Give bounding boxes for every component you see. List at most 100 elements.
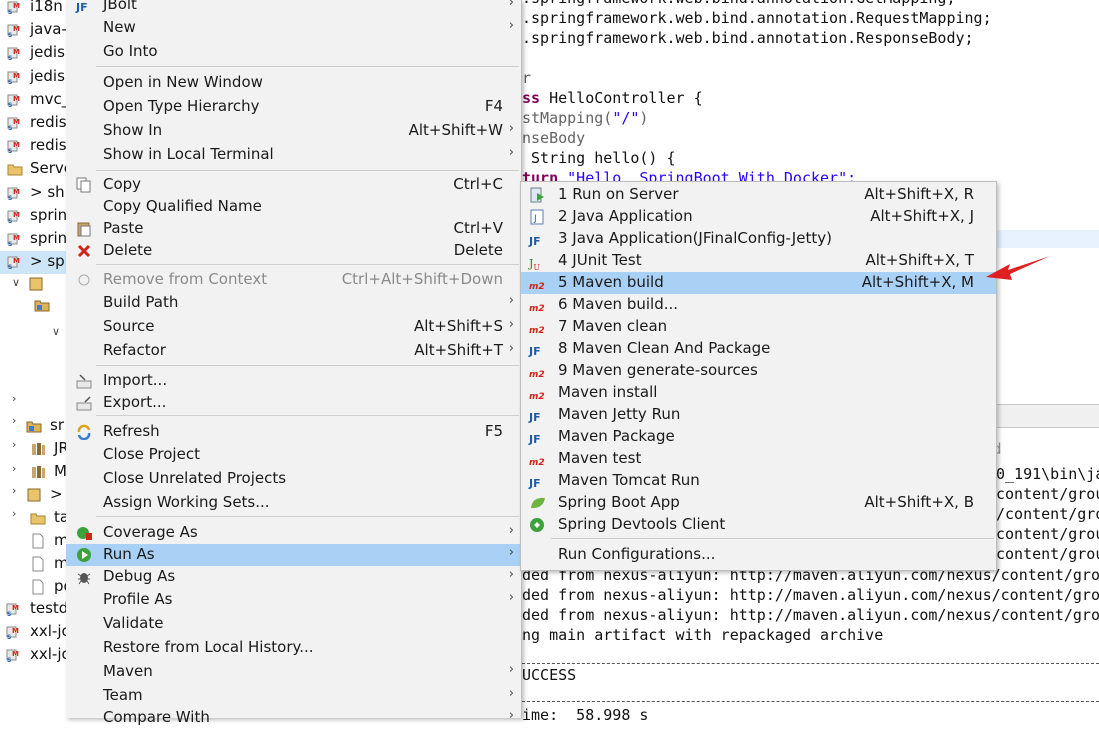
- menu-item-run-as[interactable]: Run As›: [66, 544, 521, 566]
- tree-item-label: xxl-jo: [30, 622, 71, 640]
- menu-item-close-unrelated[interactable]: Close Unrelated Projects: [66, 468, 521, 490]
- menu-item-profile-as[interactable]: Profile As›: [66, 589, 521, 611]
- tree-item[interactable]: po: [0, 576, 73, 599]
- menu-item-new[interactable]: New›: [66, 17, 521, 39]
- submenu-item-label: 9 Maven generate-sources: [558, 361, 758, 379]
- svg-text:M: M: [13, 234, 20, 242]
- tree-expand-toggle[interactable]: ›: [12, 414, 17, 427]
- code-line: .springframework.web.bind.annotation.Req…: [522, 9, 992, 27]
- menu-item-open-new-window[interactable]: Open in New Window: [66, 72, 521, 94]
- menu-item-restore-local-history[interactable]: Restore from Local History...: [66, 637, 521, 659]
- chevron-right-icon: ›: [508, 145, 514, 160]
- console-line: ded from nexus-aliyun: http://maven.aliy…: [522, 606, 1099, 624]
- menu-item-go-into[interactable]: Go Into: [66, 41, 521, 63]
- menu-item-import[interactable]: Import...: [66, 370, 521, 392]
- tree-expand-toggle[interactable]: ›: [12, 507, 17, 520]
- menu-item-close-project[interactable]: Close Project: [66, 444, 521, 466]
- menu-item-export[interactable]: Export...: [66, 392, 521, 414]
- svg-text:M: M: [13, 2, 20, 10]
- menu-item-compare-with[interactable]: Compare With›: [66, 707, 521, 729]
- menu-item-shortcut: F5: [484, 422, 503, 440]
- tree-expand-toggle[interactable]: ∨: [52, 325, 61, 338]
- tree-item[interactable]: mv: [0, 530, 78, 553]
- submenu-item-spring-devtools-client[interactable]: Spring Devtools Client: [521, 514, 996, 536]
- tree-item[interactable]: tar: [0, 507, 75, 530]
- menu-item-build-path[interactable]: Build Path›: [66, 292, 521, 314]
- tree-item-label: sprin: [30, 229, 68, 247]
- menu-item-shortcut: Alt+Shift+S: [413, 317, 503, 335]
- tree-expand-toggle[interactable]: ›: [12, 484, 17, 497]
- menu-item-coverage-as[interactable]: Coverage As›: [66, 522, 521, 544]
- menu-item-shortcut: Alt+Shift+T: [414, 341, 503, 359]
- svg-text:S: S: [8, 148, 12, 154]
- tree-expand-toggle[interactable]: ›: [12, 462, 17, 475]
- chevron-right-icon: ›: [508, 708, 514, 723]
- menu-item-show-in-terminal[interactable]: Show in Local Terminal›: [66, 144, 521, 166]
- tree-item[interactable]: sr: [0, 415, 66, 438]
- submenu-item-run-configurations[interactable]: Run Configurations...: [521, 544, 996, 566]
- menu-item-copy-qualified-name[interactable]: Copy Qualified Name: [66, 196, 521, 218]
- menu-item-maven[interactable]: Maven›: [66, 661, 521, 683]
- tree-item[interactable]: M: [0, 461, 67, 484]
- menu-item-debug-as[interactable]: Debug As›: [66, 566, 521, 588]
- tree-item[interactable]: >: [0, 484, 66, 507]
- tree-expand-toggle[interactable]: ›: [12, 438, 17, 451]
- menu-item-label: Coverage As: [103, 523, 198, 541]
- source-folder-icon: [34, 297, 50, 317]
- tree-item[interactable]: mv: [0, 553, 78, 576]
- chevron-right-icon: ›: [508, 0, 514, 10]
- menu-separator: [96, 415, 519, 416]
- tree-expand-toggle[interactable]: ∨: [12, 276, 21, 289]
- menu-item-validate[interactable]: Validate: [66, 613, 521, 635]
- menu-item-label: Copy: [103, 175, 142, 193]
- tree-item[interactable]: Serve: [0, 158, 73, 181]
- tree-expand-toggle[interactable]: ›: [12, 392, 17, 405]
- menu-item-team[interactable]: Team›: [66, 685, 521, 707]
- menu-item-assign-working-sets[interactable]: Assign Working Sets...: [66, 492, 521, 514]
- tree-item[interactable]: JR: [0, 438, 69, 461]
- coverage-icon: [76, 525, 92, 541]
